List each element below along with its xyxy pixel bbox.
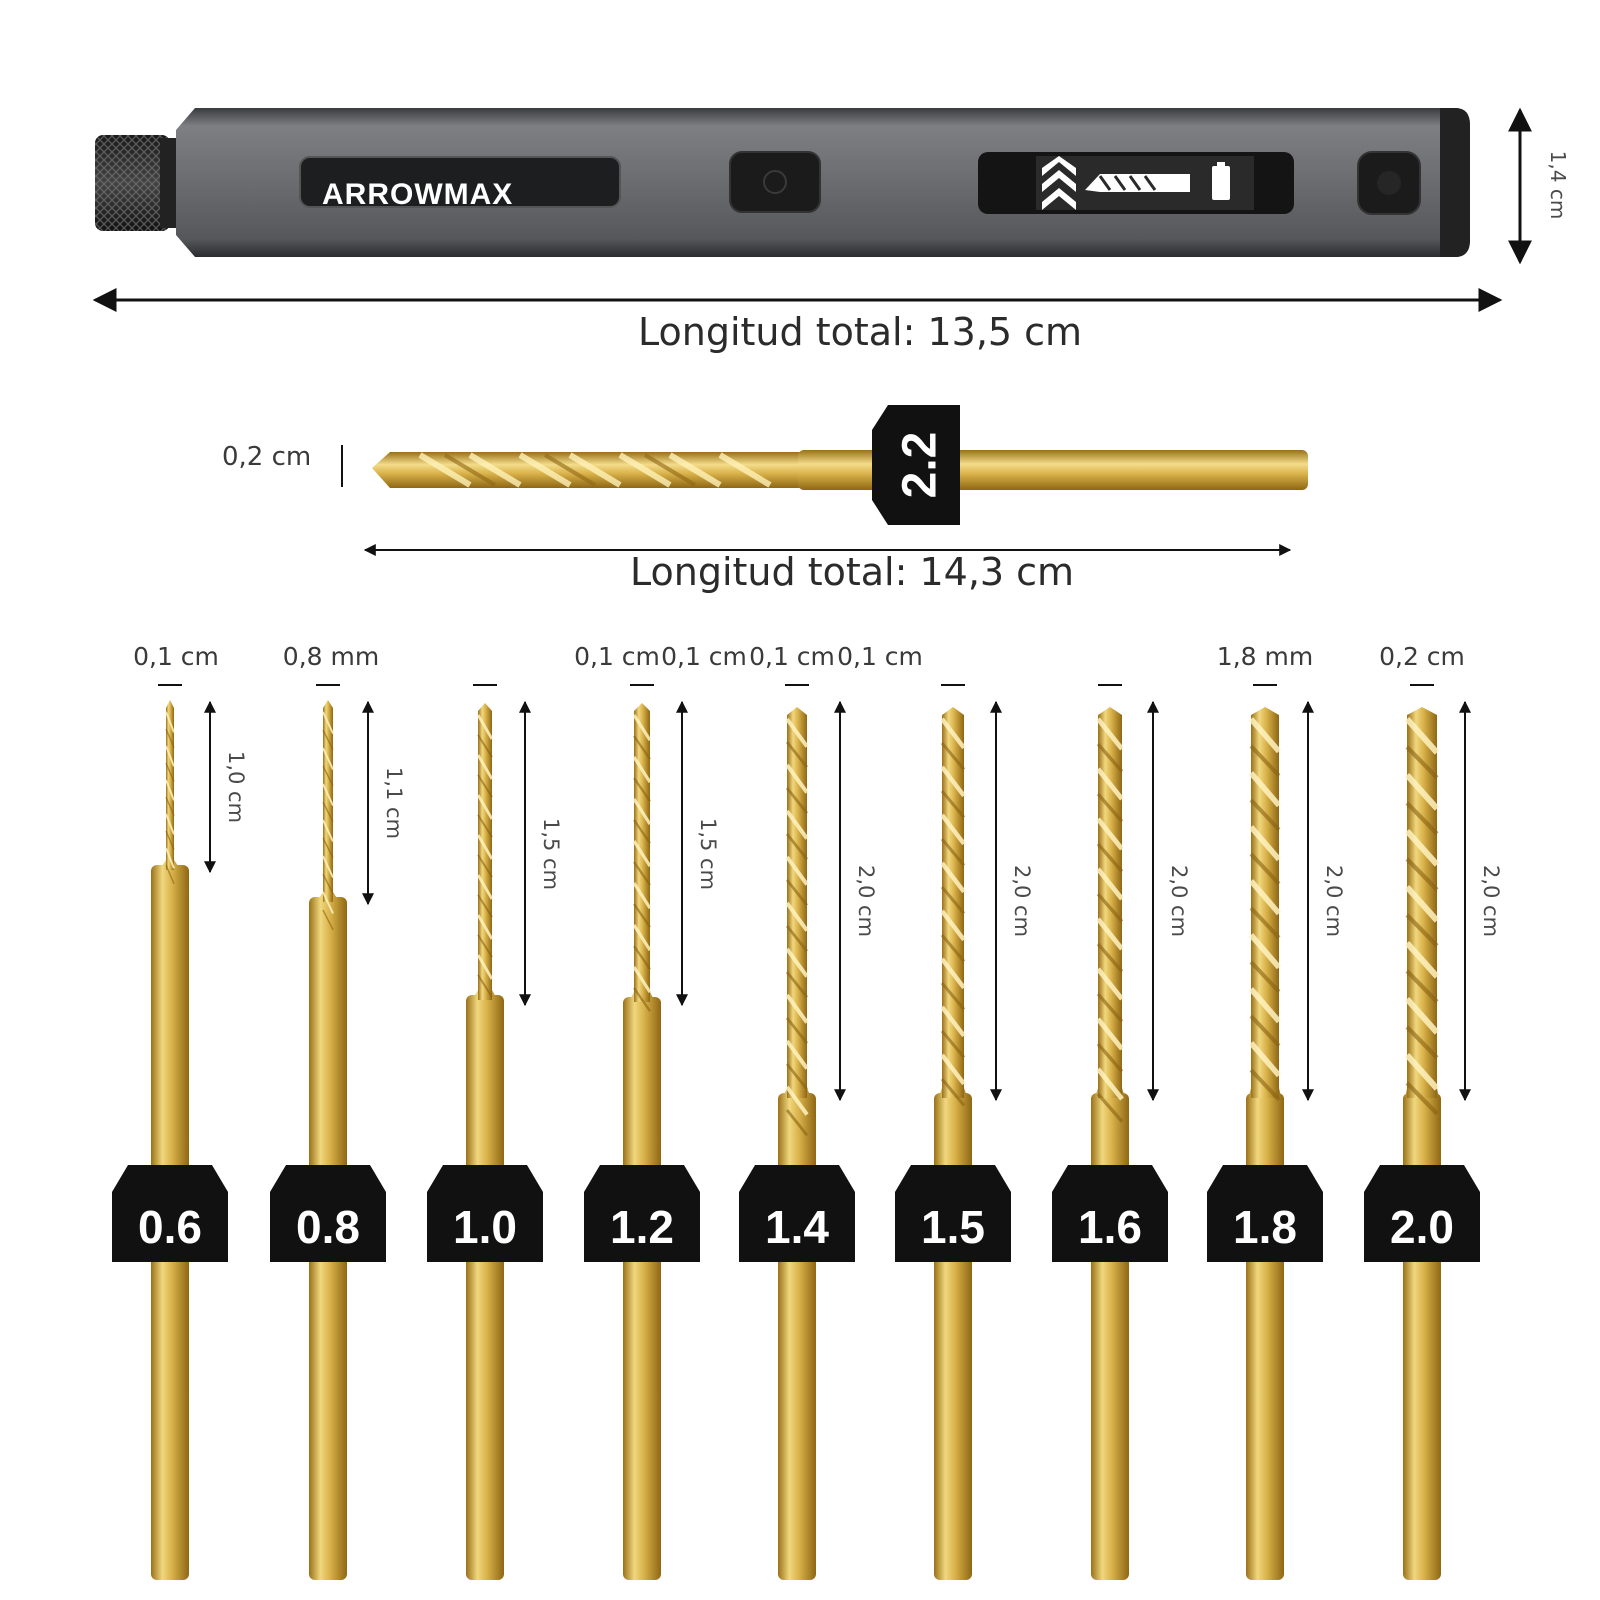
bit-flute-length-label: 1,1 cm — [382, 766, 406, 840]
electric-screwdriver — [95, 108, 1470, 257]
main-bit-size-label: 2.2 — [893, 431, 947, 499]
drill-bit — [270, 684, 386, 1580]
bit-collar — [584, 1165, 700, 1262]
bit-size-label: 1.2 — [610, 1201, 674, 1253]
bit-flute-length-label: 1,5 cm — [539, 817, 563, 890]
bit-size-label: 1.8 — [1233, 1201, 1297, 1253]
main-bit-collar — [872, 405, 960, 525]
brand-logo: ARROWMAX — [322, 178, 514, 211]
bit-diameter-label: 0,8 mm — [282, 642, 380, 671]
bit-size-label: 1.6 — [1078, 1201, 1142, 1253]
bit-size-label: 0.8 — [296, 1201, 360, 1253]
bit-diameter-label: 0,2 cm — [1379, 642, 1465, 671]
screwdriver-body — [176, 108, 1470, 257]
brand-plate — [299, 156, 621, 208]
power-button — [729, 151, 821, 213]
bit-diameter-label: 0,1 cm — [574, 642, 660, 671]
drill-bit — [584, 684, 700, 1580]
drill-bit — [895, 684, 1011, 1580]
bit-flute-length-label: 2,0 cm — [1322, 864, 1346, 938]
drill-bit-set — [112, 684, 1480, 1580]
bit-collar — [739, 1165, 855, 1262]
bit-collar — [1052, 1165, 1168, 1262]
bit-collar — [895, 1165, 1011, 1262]
bit-flute-length-label: 2,0 cm — [854, 864, 878, 938]
bit-size-label: 2.0 — [1390, 1201, 1454, 1253]
bit-diameter-label: 0,1 cm — [749, 642, 835, 671]
bit-collar — [1207, 1165, 1323, 1262]
screwdriver-diameter-label: 1,4 cm — [1546, 150, 1570, 220]
bit-flute-length-label: 2,0 cm — [1010, 864, 1034, 938]
bit-diameter-label: 0,1 cm — [133, 642, 219, 671]
bit-collar — [112, 1165, 228, 1262]
bit-collar — [427, 1165, 543, 1262]
bit-icon — [1085, 174, 1190, 192]
bit-size-label: 0.6 — [138, 1201, 202, 1253]
main-bit-diameter-label: 0,2 cm — [222, 442, 312, 472]
bit-flute-length-label: 2,0 cm — [1167, 864, 1191, 938]
main-bit-length-label: Longitud total: 14,3 cm — [630, 550, 1075, 594]
chevron-up-icon — [1042, 170, 1076, 192]
bit-flute-length-label: 2,0 cm — [1479, 864, 1503, 938]
screwdriver-length-label: Longitud total: 13,5 cm — [638, 310, 1083, 354]
drill-bit — [1052, 684, 1168, 1580]
bit-collar — [270, 1165, 386, 1262]
bit-diameter-label: 0,1 cm — [837, 642, 923, 671]
battery-icon — [1212, 166, 1230, 200]
bit-flute-length-label: 1,5 cm — [696, 817, 720, 890]
main-drill-bit — [372, 405, 1308, 525]
bit-flute-length-label: 1,0 cm — [224, 750, 248, 824]
bit-diameter-label: 0,1 cm — [661, 642, 747, 671]
drill-bit — [1364, 684, 1480, 1580]
drill-bit — [1207, 684, 1323, 1580]
bit-collar — [1364, 1165, 1480, 1262]
bit-size-label: 1.0 — [453, 1201, 517, 1253]
drill-bit — [112, 684, 228, 1580]
drill-bit — [427, 684, 543, 1580]
drill-bit — [739, 684, 855, 1580]
bit-diameter-label: 1,8 mm — [1216, 642, 1314, 671]
bit-size-label: 1.5 — [921, 1201, 985, 1253]
power-icon — [763, 170, 787, 194]
bit-size-label: 1.4 — [765, 1201, 829, 1253]
